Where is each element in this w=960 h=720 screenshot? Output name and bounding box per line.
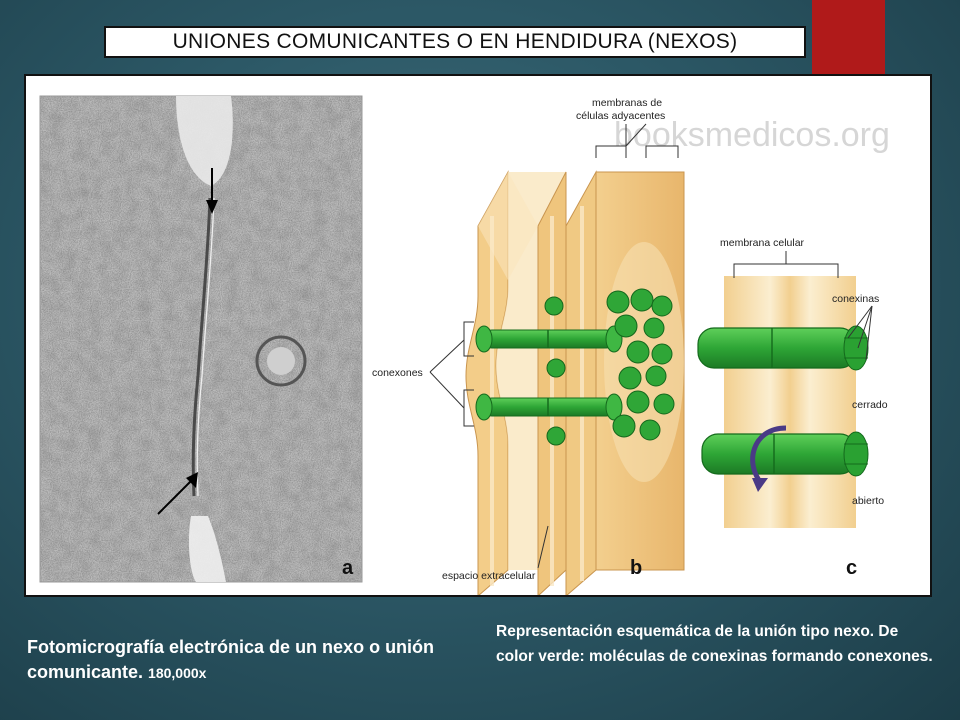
watermark: booksmedicos.org	[614, 116, 890, 154]
panel-a-letter: a	[342, 557, 354, 579]
label-connexins: conexinas	[832, 293, 879, 305]
label-extracellular: espacio extracelular	[442, 570, 536, 582]
figure-illustration: a booksmedicos.org	[39, 95, 890, 595]
label-open: abierto	[852, 495, 884, 507]
connexon-open	[701, 425, 869, 492]
label-membranes-line1: membranas de	[592, 97, 662, 109]
micrograph-panel-a: a	[39, 95, 363, 583]
label-cell-membrane: membrana celular	[720, 237, 805, 249]
panel-c-letter: c	[846, 557, 857, 579]
label-connexons: conexones	[372, 367, 423, 379]
caption-schematic: Representación esquemática de la unión t…	[496, 623, 933, 665]
slide-title-box: UNIONES COMUNICANTES O EN HENDIDURA (NEX…	[104, 26, 806, 58]
connexon-upper	[475, 325, 623, 353]
accent-bar	[812, 0, 885, 75]
panel-b-letter: b	[630, 557, 642, 579]
label-membranes-line2: células adyacentes	[576, 110, 665, 122]
connexon-array	[544, 288, 675, 446]
figure-panel: a booksmedicos.org	[24, 74, 932, 597]
connexon-closed	[697, 325, 869, 371]
caption-magnification: 180,000x	[148, 665, 207, 681]
schematic-panel-b: membranas de células adyacentes conexone…	[372, 97, 685, 595]
caption-micrograph-text: Fotomicrografía electrónica de un nexo o…	[27, 637, 435, 682]
slide-title: UNIONES COMUNICANTES O EN HENDIDURA (NEX…	[172, 30, 738, 53]
label-closed: cerrado	[852, 399, 888, 411]
caption-micrograph: Fotomicrografía electrónica de un nexo o…	[27, 635, 457, 686]
schematic-panel-c: membrana celular conexinas cerrado abier…	[697, 237, 888, 579]
connexon-lower	[475, 393, 623, 421]
